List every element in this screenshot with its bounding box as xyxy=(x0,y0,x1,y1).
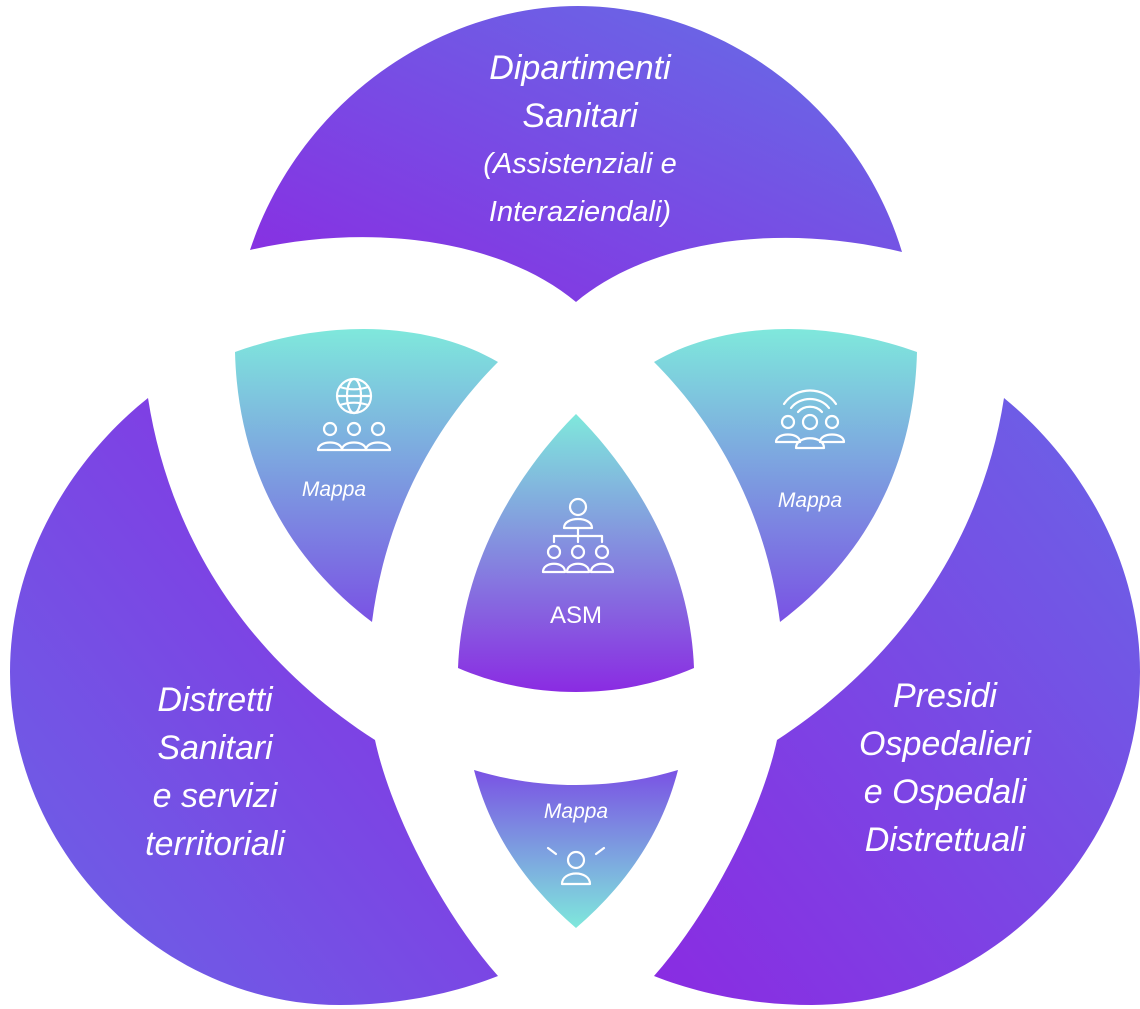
lens-top-left-shape xyxy=(235,329,498,622)
top-segment-shape xyxy=(250,6,902,302)
right-line-3: e Ospedali xyxy=(863,773,1027,811)
left-line-1: Distretti xyxy=(157,681,273,719)
left-segment-shape xyxy=(10,398,498,1005)
lens-bottom-label: Mappa xyxy=(543,800,609,823)
wireless-group-icon xyxy=(774,389,846,450)
left-line-4: territoriali xyxy=(145,825,285,863)
lens-top-right-label: Mappa xyxy=(777,489,843,512)
top-line-1: Dipartimenti xyxy=(489,49,671,87)
top-line-4: Interaziendali) xyxy=(488,196,672,228)
top-line-2: Sanitari xyxy=(522,97,638,135)
lens-top-right-shape xyxy=(654,329,917,622)
lens-bottom-shape xyxy=(474,770,678,928)
top-line-3: (Assistenziali e xyxy=(483,148,677,180)
right-segment-shape xyxy=(654,398,1140,1005)
center-label: ASM xyxy=(549,602,602,629)
org-chart-icon xyxy=(541,497,615,574)
right-line-4: Distrettuali xyxy=(864,821,1026,859)
right-segment-label: Presidi Ospedalieri e Ospedali Distrettu… xyxy=(820,672,1070,864)
right-line-1: Presidi xyxy=(893,677,997,715)
left-line-3: e servizi xyxy=(152,777,278,815)
right-line-2: Ospedalieri xyxy=(859,725,1031,763)
person-alert-icon xyxy=(546,846,606,886)
lens-top-left-label: Mappa xyxy=(301,478,367,501)
global-group-icon xyxy=(316,377,392,452)
top-segment-label: Dipartimenti Sanitari (Assistenziali e I… xyxy=(430,44,730,236)
left-segment-label: Distretti Sanitari e servizi territorial… xyxy=(100,676,330,868)
left-line-2: Sanitari xyxy=(157,729,273,767)
center-shape xyxy=(458,414,694,692)
